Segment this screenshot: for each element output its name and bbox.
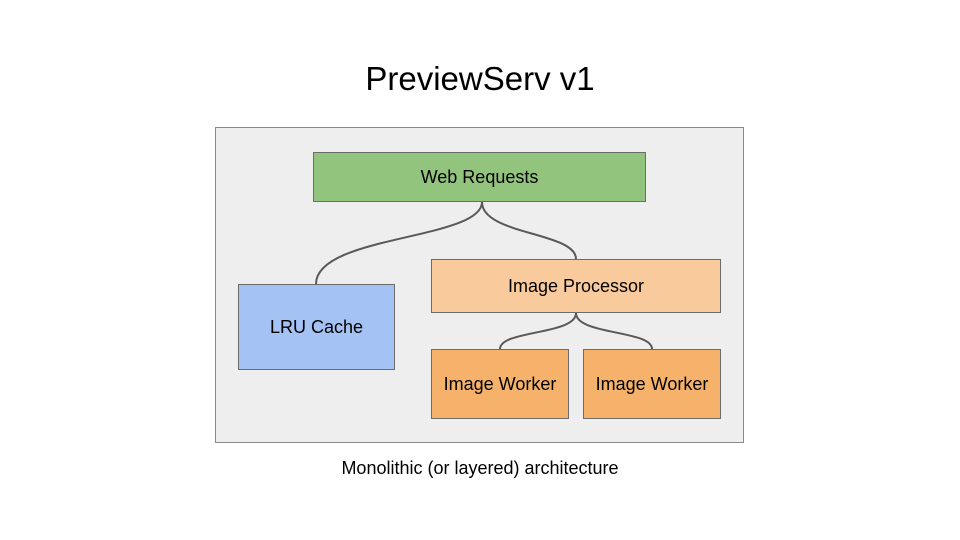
image-worker-box-2: Image Worker [583, 349, 721, 419]
image-worker-label-2: Image Worker [595, 373, 709, 394]
connector-web-to-lru [315, 201, 483, 285]
connector-processor-to-worker-2 [575, 312, 653, 350]
connector-web-to-processor [481, 201, 577, 260]
image-processor-label: Image Processor [507, 275, 645, 296]
lru-cache-label: LRU Cache [269, 316, 364, 337]
image-worker-label-1: Image Worker [443, 373, 557, 394]
web-requests-box: Web Requests [313, 152, 646, 202]
connector-processor-to-worker-1 [499, 312, 577, 350]
image-worker-box-1: Image Worker [431, 349, 569, 419]
diagram-caption: Monolithic (or layered) architecture [341, 458, 619, 478]
diagram-title: PreviewServ v1 [365, 60, 595, 97]
lru-cache-box: LRU Cache [238, 284, 395, 370]
web-requests-label: Web Requests [420, 166, 539, 187]
image-processor-box: Image Processor [431, 259, 721, 313]
